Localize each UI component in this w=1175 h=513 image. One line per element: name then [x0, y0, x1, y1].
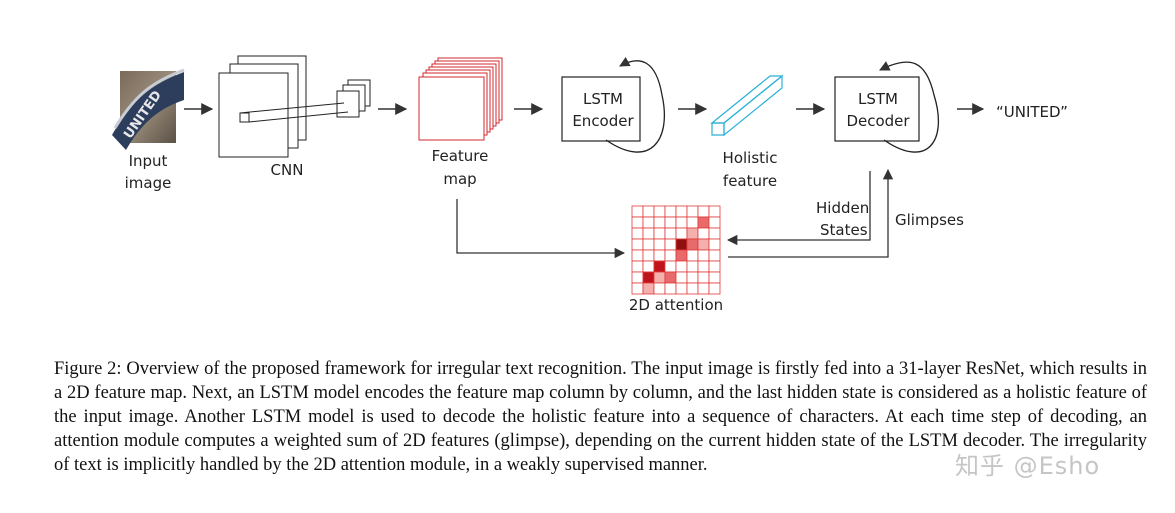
- arrow-glimpses: [728, 168, 894, 258]
- attention-cell: [653, 260, 666, 273]
- attention-label: 2D attention: [629, 296, 723, 314]
- attention-cell: [675, 227, 688, 240]
- attention-cell: [653, 249, 666, 262]
- attention-cell: [664, 205, 677, 218]
- attention-cell: [686, 205, 699, 218]
- attention-cell: [708, 227, 721, 240]
- decoder-loop-arrow: [879, 61, 939, 153]
- output-text: “UNITED”: [996, 103, 1068, 121]
- attention-cell: [697, 227, 710, 240]
- attention-cell: [686, 249, 699, 262]
- attention-cell: [697, 260, 710, 273]
- attention-cell: [675, 249, 688, 262]
- attention-cell: [664, 249, 677, 262]
- attention-cell: [631, 271, 644, 284]
- feature-map-block: [418, 57, 503, 141]
- attention-cell: [631, 205, 644, 218]
- feature-label-line1: Feature: [432, 147, 489, 165]
- attention-cell: [653, 271, 666, 284]
- attention-cell: [708, 205, 721, 218]
- attention-cell: [708, 249, 721, 262]
- figure-caption: Figure 2: Overview of the proposed frame…: [54, 359, 1147, 475]
- attention-cell: [631, 282, 644, 295]
- lstm-decoder: LSTM Decoder: [834, 61, 939, 153]
- attention-cell: [631, 249, 644, 262]
- attention-cell: [686, 227, 699, 240]
- input-image: UNITED: [112, 68, 185, 150]
- attention-cell: [664, 216, 677, 229]
- attention-cell: [642, 238, 655, 251]
- attention-cell: [631, 260, 644, 273]
- attention-cell: [686, 238, 699, 251]
- attention-cell: [631, 216, 644, 229]
- attention-cell: [675, 238, 688, 251]
- watermark: 知乎 @Esho: [955, 452, 1101, 480]
- attention-cell: [686, 216, 699, 229]
- attention-cell: [675, 205, 688, 218]
- attention-cell: [708, 271, 721, 284]
- attention-cell: [653, 227, 666, 240]
- decoder-label-line1: LSTM: [858, 90, 898, 108]
- attention-cell: [653, 238, 666, 251]
- arrow-hidden-states: [726, 171, 871, 246]
- attention-cell: [653, 216, 666, 229]
- attention-cell: [642, 205, 655, 218]
- encoder-label-line2: Encoder: [572, 112, 634, 130]
- hidden-label-line1: Hidden: [816, 199, 869, 217]
- attention-cell: [675, 271, 688, 284]
- attention-cell: [686, 271, 699, 284]
- decoder-label-line2: Decoder: [846, 112, 910, 130]
- attention-cell: [697, 282, 710, 295]
- arrow-feature-attention: [456, 199, 626, 259]
- attention-cell: [686, 282, 699, 295]
- attention-cell: [664, 227, 677, 240]
- lstm-encoder: LSTM Encoder: [561, 56, 666, 153]
- attention-cell: [664, 260, 677, 273]
- attention-cell: [697, 271, 710, 284]
- attention-cell: [708, 238, 721, 251]
- attention-cell: [708, 260, 721, 273]
- attention-cell: [631, 238, 644, 251]
- attention-cell: [686, 260, 699, 273]
- attention-cell: [642, 249, 655, 262]
- attention-cell: [664, 238, 677, 251]
- attention-grid: [631, 205, 721, 295]
- glimpses-label: Glimpses: [895, 211, 964, 229]
- attention-cell: [642, 282, 655, 295]
- input-label-line1: Input: [129, 152, 168, 170]
- attention-cell: [642, 260, 655, 273]
- holistic-feature-bar: [710, 74, 784, 137]
- attention-cell: [664, 282, 677, 295]
- attention-cell: [675, 282, 688, 295]
- attention-cell: [675, 260, 688, 273]
- framework-diagram: UNITED Input image CNN Feature map LSTM …: [112, 55, 1068, 314]
- input-label-line2: image: [125, 174, 172, 192]
- cnn-label: CNN: [271, 161, 304, 179]
- attention-cell: [708, 282, 721, 295]
- hidden-label-line2: States: [820, 221, 868, 239]
- encoder-label-line1: LSTM: [583, 90, 623, 108]
- attention-cell: [653, 282, 666, 295]
- holistic-label-line2: feature: [723, 172, 777, 190]
- attention-cell: [675, 216, 688, 229]
- attention-cell: [697, 216, 710, 229]
- attention-cell: [653, 205, 666, 218]
- attention-cell: [642, 227, 655, 240]
- attention-cell: [631, 227, 644, 240]
- attention-cell: [642, 271, 655, 284]
- cnn-block: [218, 55, 371, 158]
- attention-cell: [697, 238, 710, 251]
- attention-cell: [642, 216, 655, 229]
- attention-cell: [697, 205, 710, 218]
- attention-cell: [664, 271, 677, 284]
- holistic-label-line1: Holistic: [723, 149, 778, 167]
- attention-cell: [697, 249, 710, 262]
- feature-label-line2: map: [443, 170, 476, 188]
- attention-cell: [708, 216, 721, 229]
- encoder-loop-arrow: [605, 56, 666, 153]
